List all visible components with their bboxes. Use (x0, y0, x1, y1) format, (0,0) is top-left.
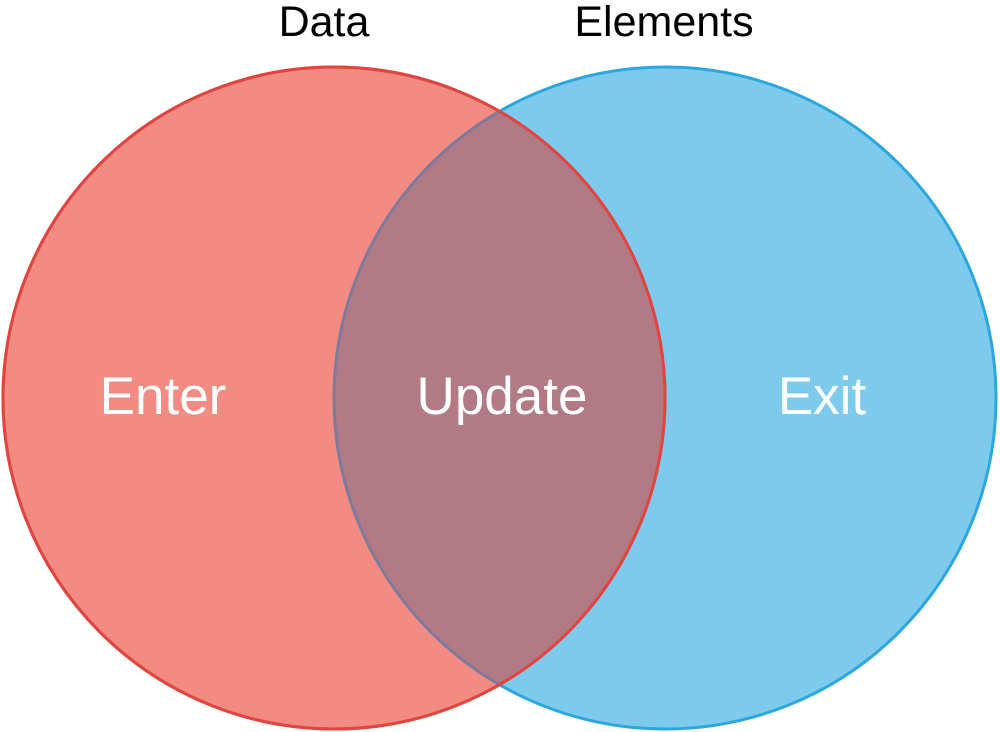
intersection-outline (332, 67, 665, 729)
update-label: Update (417, 367, 588, 426)
enter-label: Enter (100, 367, 227, 426)
data-set-title: Data (279, 0, 370, 46)
elements-set-title: Elements (574, 0, 753, 46)
exit-label: Exit (778, 367, 867, 426)
update-intersection (334, 67, 665, 729)
data-circle-outline (1, 65, 667, 731)
